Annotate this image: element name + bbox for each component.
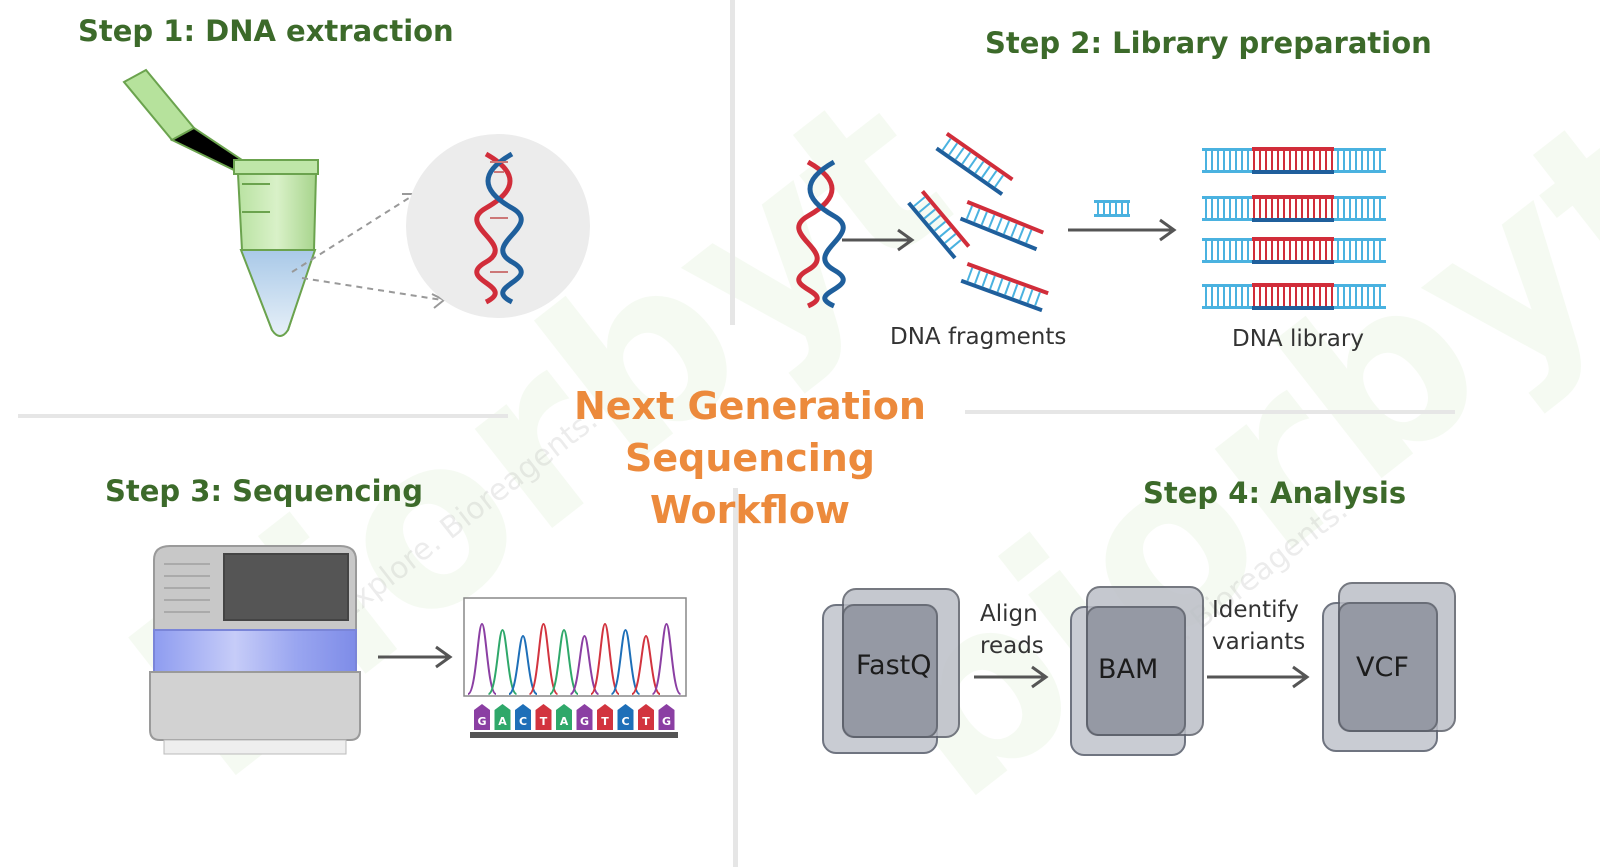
base-letter: T	[540, 715, 548, 728]
workflow-title-line2: Sequencing Workflow	[624, 436, 876, 532]
library-strand	[1202, 147, 1386, 174]
base-tile: G	[658, 704, 675, 730]
workflow-title: Next Generation Sequencing Workflow	[520, 380, 980, 536]
step2-title: Step 2: Library preparation	[985, 26, 1432, 60]
base-letter: G	[580, 715, 589, 728]
base-letter: T	[601, 715, 609, 728]
chromatogram-peak	[569, 634, 600, 695]
arrow-icon	[1068, 218, 1177, 242]
library-prep-illustration	[796, 132, 1386, 313]
sequencer-machine-illustration	[149, 545, 361, 755]
align-label: Align	[980, 601, 1038, 627]
arrow-icon	[378, 645, 453, 669]
identify-label: Identify	[1212, 597, 1299, 623]
arrow-icon	[1207, 665, 1310, 689]
chromatogram-peak	[590, 622, 620, 695]
tube-lid	[122, 68, 244, 174]
dna-fragments-label: DNA fragments	[890, 324, 1067, 350]
align-reads-label: Align reads	[980, 598, 1044, 662]
microcentrifuge-tube-illustration	[122, 68, 590, 337]
chromatogram-peak	[610, 628, 641, 695]
chromatogram-peak	[549, 628, 579, 695]
base-letter: T	[642, 715, 650, 728]
dna-library-label: DNA library	[1232, 326, 1364, 352]
base-tile: C	[515, 704, 531, 730]
workflow-title-line1: Next Generation	[573, 384, 926, 428]
base-tile: C	[617, 704, 634, 730]
base-tile: T	[638, 704, 654, 730]
dna-zoom-circle	[406, 134, 590, 318]
bam-label: BAM	[1098, 654, 1159, 685]
fastq-label: FastQ	[856, 650, 932, 681]
dna-helix-icon	[796, 159, 846, 309]
base-tile: G	[576, 704, 593, 730]
base-letter: C	[519, 715, 527, 728]
base-tile: T	[535, 704, 552, 730]
arrow-icon	[974, 665, 1049, 689]
step4-title: Step 4: Analysis	[1143, 476, 1407, 510]
chromatogram-peak	[487, 628, 518, 695]
vcf-file-card: VCF	[1322, 582, 1462, 752]
dna-library-icon	[1202, 147, 1386, 310]
base-tile: A	[494, 704, 511, 730]
chromatogram-peak	[651, 622, 682, 695]
arrow-icon	[842, 228, 915, 252]
bam-file-card: BAM	[1070, 586, 1210, 756]
fastq-file-card: FastQ	[822, 588, 962, 754]
base-letter: G	[662, 715, 671, 728]
library-strand	[1202, 283, 1386, 310]
step3-title: Step 3: Sequencing	[105, 474, 423, 508]
base-letter: A	[498, 715, 507, 728]
base-letter: A	[560, 715, 569, 728]
step1-title: Step 1: DNA extraction	[78, 14, 454, 48]
dna-fragments-icon	[907, 132, 1049, 313]
identify-variants-label: Identify variants	[1212, 594, 1305, 658]
library-strand	[1202, 195, 1386, 222]
adapter-icon	[1094, 200, 1130, 217]
chromatogram-peak	[467, 622, 497, 695]
base-letter: C	[621, 715, 629, 728]
vcf-label: VCF	[1356, 652, 1409, 683]
base-tile: A	[556, 704, 572, 730]
horizontal-divider-left	[18, 414, 508, 418]
vertical-divider-top	[730, 0, 735, 325]
chromatogram-peak	[528, 622, 559, 695]
base-tile: G	[474, 704, 490, 730]
reads-label: reads	[980, 633, 1044, 659]
base-letter: G	[477, 715, 486, 728]
horizontal-divider-right	[965, 410, 1455, 414]
chromatogram-peak	[508, 634, 538, 695]
library-strand	[1202, 237, 1386, 264]
variants-label: variants	[1212, 629, 1306, 655]
chromatogram-peak	[631, 634, 661, 695]
dna-helix-icon	[474, 151, 524, 305]
vertical-divider-bottom	[733, 488, 738, 867]
base-tile: T	[597, 704, 613, 730]
